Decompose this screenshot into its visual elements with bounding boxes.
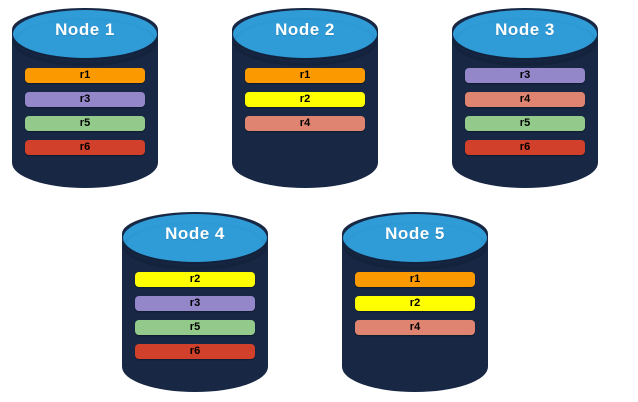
replica-bar-r1[interactable]: r1 — [25, 68, 145, 83]
node-title-1: Node 1 — [55, 20, 115, 39]
node-title-3: Node 3 — [495, 20, 555, 39]
replica-bar-r1[interactable]: r1 — [245, 68, 365, 83]
replica-list: r1 r2 r4 — [342, 272, 488, 335]
replica-bar-r4[interactable]: r4 — [245, 116, 365, 131]
replica-bar-r6[interactable]: r6 — [465, 140, 585, 155]
node-cylinder-4[interactable]: Node 4 r2 r3 r5 r6 — [122, 212, 268, 392]
replica-bar-r3[interactable]: r3 — [25, 92, 145, 107]
replica-bar-r3[interactable]: r3 — [465, 68, 585, 83]
replica-bar-r6[interactable]: r6 — [25, 140, 145, 155]
replica-list: r2 r3 r5 r6 — [122, 272, 268, 359]
node-title-5: Node 5 — [385, 224, 445, 243]
node-cylinder-2[interactable]: Node 2 r1 r2 r4 — [232, 8, 378, 188]
replica-bar-r1[interactable]: r1 — [355, 272, 475, 287]
cylinder-top-ellipse — [343, 214, 487, 262]
cylinder-top-ellipse — [453, 10, 597, 58]
replica-bar-r4[interactable]: r4 — [465, 92, 585, 107]
replica-list: r1 r3 r5 r6 — [12, 68, 158, 155]
node-title-2: Node 2 — [275, 20, 335, 39]
node-cylinder-5[interactable]: Node 5 r1 r2 r4 — [342, 212, 488, 392]
cylinder-top-ellipse — [123, 214, 267, 262]
replica-bar-r5[interactable]: r5 — [135, 320, 255, 335]
cylinder-top-ellipse — [233, 10, 377, 58]
node-cylinder-1[interactable]: Node 1 r1 r3 r5 r6 — [12, 8, 158, 188]
replica-list: r1 r2 r4 — [232, 68, 378, 131]
node-title-4: Node 4 — [165, 224, 225, 243]
replica-bar-r5[interactable]: r5 — [25, 116, 145, 131]
replica-bar-r2[interactable]: r2 — [245, 92, 365, 107]
replica-bar-r6[interactable]: r6 — [135, 344, 255, 359]
replica-bar-r2[interactable]: r2 — [355, 296, 475, 311]
replica-bar-r3[interactable]: r3 — [135, 296, 255, 311]
replica-list: r3 r4 r5 r6 — [452, 68, 598, 155]
replica-bar-r5[interactable]: r5 — [465, 116, 585, 131]
cylinder-top-ellipse — [13, 10, 157, 58]
node-cylinder-3[interactable]: Node 3 r3 r4 r5 r6 — [452, 8, 598, 188]
replica-bar-r4[interactable]: r4 — [355, 320, 475, 335]
replica-bar-r2[interactable]: r2 — [135, 272, 255, 287]
